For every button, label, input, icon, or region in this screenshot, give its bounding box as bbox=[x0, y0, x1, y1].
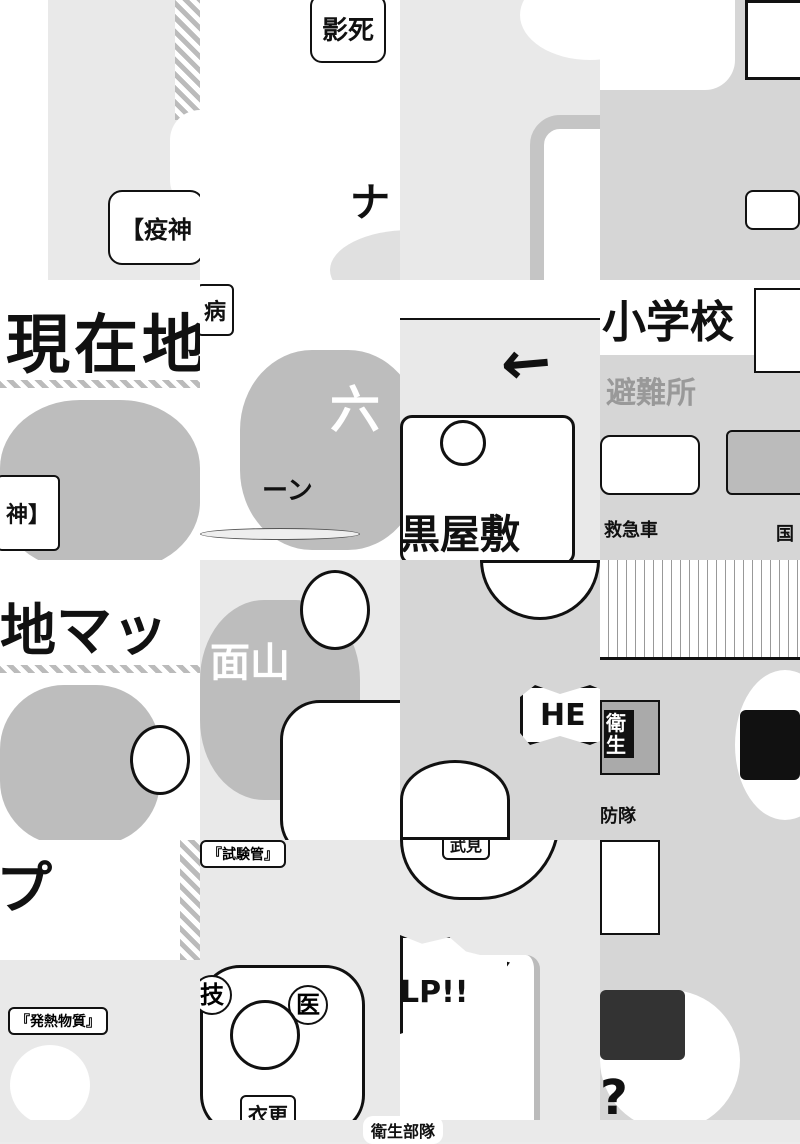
panel-tile: 武見 LP!! bbox=[400, 840, 600, 1120]
label-box: 【疫神 bbox=[108, 190, 200, 265]
panel-tile: ↙ 黒屋敷 bbox=[400, 280, 600, 560]
panel-tile: 地マッ bbox=[0, 560, 200, 840]
speech-bubble bbox=[280, 700, 400, 840]
panel-tile: プ 『発熱物質』 bbox=[0, 840, 200, 1120]
margin bbox=[0, 0, 48, 280]
cloud bbox=[10, 1045, 90, 1120]
school-label: 小学校 bbox=[602, 297, 734, 348]
panel-tile: 小学校 避難所 救急車 国 bbox=[600, 280, 800, 560]
place-label: 黒屋敷 bbox=[400, 512, 520, 558]
title-band bbox=[0, 840, 180, 960]
character bbox=[400, 760, 510, 840]
truck bbox=[726, 430, 800, 495]
ellipse bbox=[520, 0, 600, 60]
stripe-border bbox=[0, 380, 200, 388]
helicopter bbox=[400, 280, 600, 320]
circle bbox=[440, 420, 486, 466]
stripe-border bbox=[175, 0, 200, 120]
ambulance bbox=[600, 435, 700, 495]
stripe-border bbox=[0, 665, 200, 673]
map-title: プ bbox=[0, 857, 52, 922]
name-label: 武見 bbox=[442, 840, 491, 860]
map-title: 地マッ bbox=[0, 599, 168, 664]
panel-tile: 影死 ナ bbox=[200, 0, 400, 280]
panel-tile: 病 六 ーン bbox=[200, 280, 400, 560]
panel-tile: ? bbox=[600, 840, 800, 1120]
shelter-label: 避難所 bbox=[606, 376, 696, 411]
speech-box: 影死 bbox=[310, 0, 387, 63]
panel-tile: 現在地 神】 bbox=[0, 280, 200, 560]
sfx-text: ーン bbox=[262, 476, 313, 506]
school-building bbox=[754, 288, 800, 373]
mountain-label: 六 bbox=[330, 381, 380, 439]
sfx-text: ナ bbox=[350, 180, 390, 226]
school-building bbox=[600, 560, 800, 660]
truck-silhouette bbox=[740, 710, 800, 780]
stripe-border bbox=[180, 840, 200, 960]
bottom-label: 衛生部隊 bbox=[363, 1116, 444, 1144]
panel-tile bbox=[400, 0, 600, 280]
badge-tech: 技 bbox=[200, 975, 232, 1015]
building bbox=[745, 0, 800, 80]
label-box: 神】 bbox=[0, 475, 61, 551]
panel-tile: 衛生 防隊 bbox=[600, 560, 800, 840]
building bbox=[600, 840, 660, 935]
panel-tile: 『試験管』 技 医 衣更 bbox=[200, 840, 400, 1120]
truck bbox=[600, 990, 685, 1060]
shout-text: LP!! bbox=[400, 975, 469, 1010]
road bbox=[600, 0, 735, 90]
panel-tile: HE bbox=[400, 560, 600, 840]
rotor bbox=[200, 528, 360, 540]
ambulance-label: 救急車 bbox=[604, 520, 658, 541]
ellipse bbox=[330, 230, 400, 280]
character bbox=[300, 570, 370, 650]
mountain-label: 面山 bbox=[210, 640, 290, 686]
panel-tile bbox=[600, 0, 800, 280]
item-label: 『発熱物質』 bbox=[8, 1007, 108, 1035]
truck-emblem: 衛生 bbox=[604, 710, 634, 758]
item-label: 『試験管』 bbox=[200, 840, 286, 868]
truck-label: 防隊 bbox=[600, 806, 636, 827]
vehicle bbox=[745, 190, 800, 230]
character bbox=[230, 1000, 300, 1070]
map-building bbox=[400, 415, 575, 560]
map-building bbox=[530, 115, 600, 280]
panel-tile: 【疫神 bbox=[0, 0, 200, 280]
mountain-area bbox=[240, 350, 400, 550]
arrow-icon: ↙ bbox=[483, 322, 567, 408]
map-title: 現在地 bbox=[6, 309, 200, 383]
shout-text: HE bbox=[540, 698, 586, 733]
truck-label: 国 bbox=[776, 524, 794, 545]
speech-bubble bbox=[480, 560, 600, 620]
name-label: 衣更 bbox=[240, 1095, 296, 1120]
panel-tile: 面山 bbox=[200, 560, 400, 840]
bottom-strip: 衛生部隊 bbox=[0, 1116, 800, 1144]
label-box: 病 bbox=[200, 284, 235, 336]
character bbox=[130, 725, 190, 795]
question-mark: ? bbox=[600, 1070, 628, 1120]
